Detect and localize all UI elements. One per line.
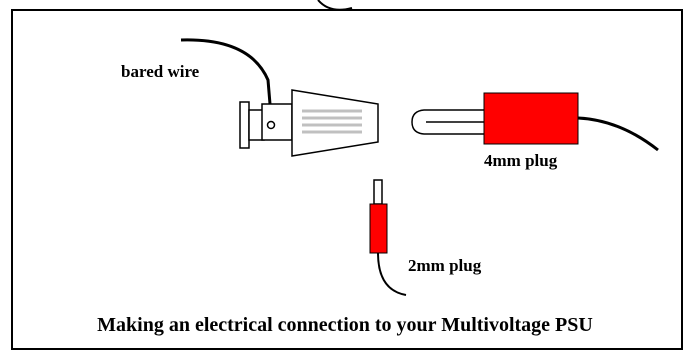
binding-post	[239, 89, 379, 157]
bared-wire-label: bared wire	[121, 62, 200, 81]
plug-4mm-body	[483, 92, 579, 145]
plug-2mm-label: 2mm plug	[408, 256, 482, 275]
plug-4mm	[411, 92, 659, 152]
plug-2mm-pin	[373, 179, 383, 205]
diagram-frame	[11, 9, 683, 350]
insulating-sleeve	[291, 89, 379, 157]
diagram-caption: Making an electrical connection to your …	[97, 314, 593, 336]
plug-4mm-cable	[577, 116, 659, 152]
plug-2mm-body	[369, 203, 388, 254]
plug-4mm-label: 4mm plug	[484, 151, 558, 170]
terminal-block	[261, 103, 293, 141]
top-wire-stub	[317, 0, 353, 11]
plug-2mm	[369, 179, 407, 296]
terminal-hole	[266, 120, 276, 130]
plug-2mm-cable	[377, 252, 407, 296]
bared-wire	[180, 38, 272, 105]
terminal-flange	[239, 101, 250, 149]
